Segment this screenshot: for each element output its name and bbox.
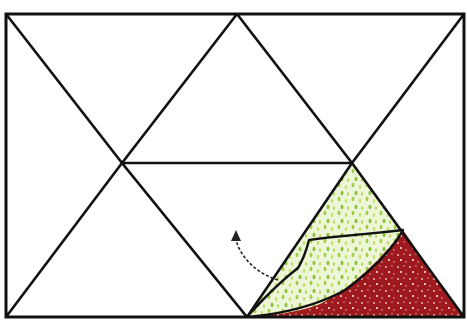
diagonal-left-vertex-to-bottom-left [6,163,122,317]
diagonal-left-vertex-to-top-mid [122,14,237,163]
diagonal-right-vertex-to-top-right [352,14,464,163]
diagonal-left-vertex-to-bottom-mid [122,163,247,317]
diagonal-top-mid-to-right-vertex [237,14,352,163]
diagonal-top-left-to-left-vertex [6,14,122,163]
curved-arrow-icon [236,236,278,280]
arrow-head [231,230,241,241]
